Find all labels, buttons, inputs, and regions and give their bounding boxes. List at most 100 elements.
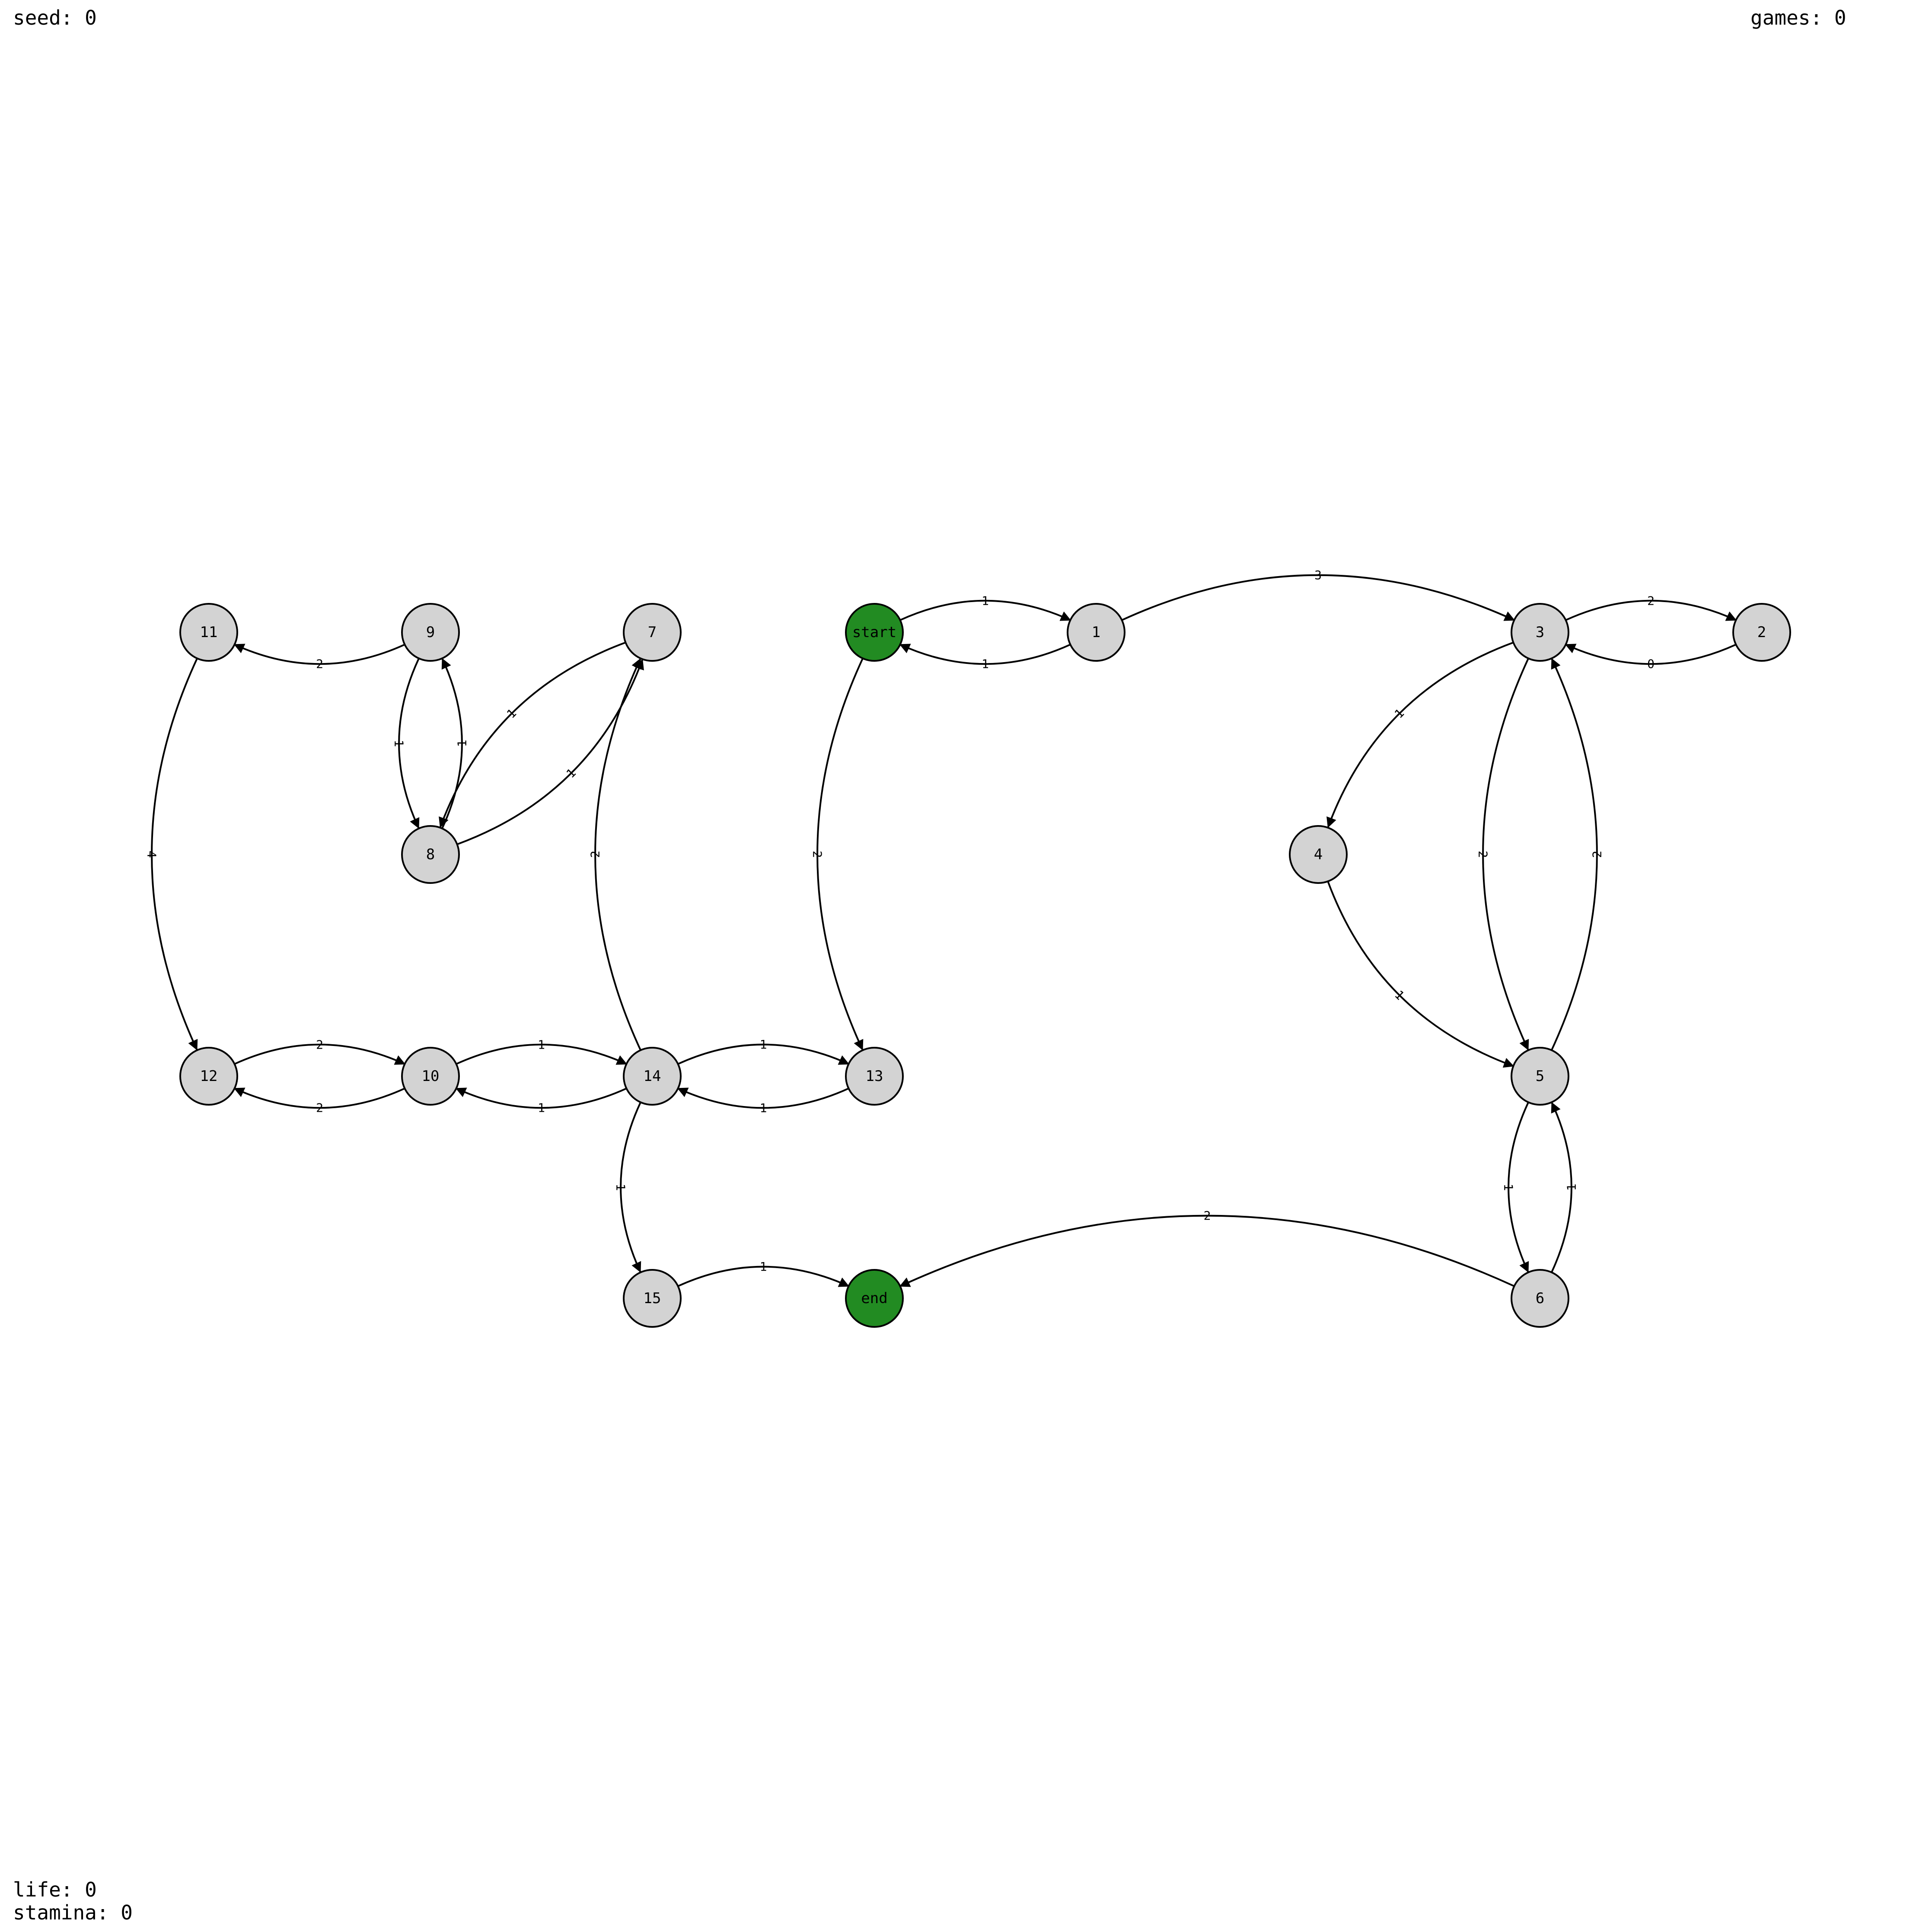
edge-n1-to-n3 bbox=[1122, 574, 1515, 621]
node-4[interactable]: 4 bbox=[1289, 825, 1348, 884]
node-label-12: 12 bbox=[200, 1068, 218, 1085]
edge-weight-n5-to-n3: 2 bbox=[1590, 851, 1604, 858]
node-6[interactable]: 6 bbox=[1511, 1269, 1569, 1328]
node-label-2: 2 bbox=[1757, 624, 1766, 641]
node-start[interactable]: start bbox=[845, 603, 904, 662]
edge-weight-n3-to-n5: 2 bbox=[1476, 851, 1490, 858]
node-circle-11[interactable] bbox=[179, 603, 238, 662]
edge-weight-n5-to-n6: 1 bbox=[1502, 1184, 1516, 1191]
node-label-1: 1 bbox=[1092, 624, 1100, 641]
node-circle-15[interactable] bbox=[623, 1269, 682, 1328]
edge-weight-n1-to-start: 1 bbox=[982, 657, 989, 671]
life-counter: life: 0 bbox=[13, 1878, 97, 1901]
node-circle-6[interactable] bbox=[1511, 1269, 1569, 1328]
edge-n14-to-n7 bbox=[594, 658, 641, 1050]
edge-weight-n8-to-n9: 1 bbox=[455, 740, 469, 747]
edge-n13-to-n14 bbox=[677, 1087, 849, 1109]
node-label-5: 5 bbox=[1536, 1068, 1544, 1085]
edge-weight-start-to-n1: 1 bbox=[982, 593, 989, 608]
edge-weight-n14-to-n7: 2 bbox=[588, 851, 603, 858]
edge-n14-to-n13 bbox=[678, 1043, 850, 1065]
node-circle-4[interactable] bbox=[1289, 825, 1348, 884]
edge-weight-n12-to-n10: 2 bbox=[316, 1037, 323, 1052]
edge-n3-to-n5 bbox=[1482, 658, 1529, 1051]
edge-weight-n6-to-end: 2 bbox=[1204, 1208, 1211, 1223]
edge-n2-to-n3 bbox=[1565, 644, 1736, 665]
node-circle-8[interactable] bbox=[401, 825, 460, 884]
node-label-4: 4 bbox=[1314, 846, 1323, 863]
edge-n7-to-n8 bbox=[439, 641, 626, 828]
node-9[interactable]: 9 bbox=[401, 603, 460, 662]
edge-n4-to-n5 bbox=[1327, 882, 1514, 1068]
seed-counter: seed: 0 bbox=[13, 6, 97, 29]
node-1[interactable]: 1 bbox=[1067, 603, 1125, 662]
stamina-counter: stamina: 0 bbox=[13, 1901, 133, 1924]
node-label-end: end bbox=[861, 1290, 887, 1307]
node-end[interactable]: end bbox=[845, 1269, 904, 1328]
node-5[interactable]: 5 bbox=[1511, 1047, 1569, 1106]
node-label-6: 6 bbox=[1536, 1290, 1544, 1307]
node-circle-14[interactable] bbox=[623, 1047, 682, 1106]
node-circle-5[interactable] bbox=[1511, 1047, 1569, 1106]
edge-n6-to-end bbox=[899, 1215, 1514, 1287]
edge-n8-to-n7 bbox=[457, 659, 644, 845]
edge-weight-n9-to-n8: 1 bbox=[392, 740, 406, 747]
edge-n9-to-n11 bbox=[233, 644, 405, 665]
node-11[interactable]: 11 bbox=[179, 603, 238, 662]
node-label-9: 9 bbox=[426, 624, 435, 641]
edge-n12-to-n10 bbox=[234, 1043, 406, 1065]
node-label-7: 7 bbox=[648, 624, 657, 641]
edge-n5-to-n3 bbox=[1551, 658, 1598, 1050]
node-14[interactable]: 14 bbox=[623, 1047, 682, 1106]
edge-weight-n13-to-n14: 1 bbox=[760, 1101, 767, 1115]
edge-n9-to-n8 bbox=[398, 658, 420, 829]
edge-weight-n9-to-n11: 2 bbox=[316, 657, 323, 671]
node-circle-10[interactable] bbox=[401, 1047, 460, 1106]
node-label-3: 3 bbox=[1536, 624, 1544, 641]
edge-n1-to-start bbox=[899, 644, 1071, 665]
node-circle-start[interactable] bbox=[845, 603, 904, 662]
node-3[interactable]: 3 bbox=[1511, 603, 1569, 662]
edge-weight-n14-to-n13: 1 bbox=[760, 1037, 767, 1052]
edge-start-to-n13 bbox=[816, 658, 864, 1051]
node-12[interactable]: 12 bbox=[179, 1047, 238, 1106]
edge-weight-n14-to-n15: 1 bbox=[614, 1184, 628, 1191]
games-counter: games: 0 bbox=[1750, 6, 1846, 29]
node-10[interactable]: 10 bbox=[401, 1047, 460, 1106]
node-8[interactable]: 8 bbox=[401, 825, 460, 884]
edge-weight-n15-to-end: 1 bbox=[760, 1259, 767, 1274]
edge-n8-to-n9 bbox=[441, 658, 463, 829]
node-circle-3[interactable] bbox=[1511, 603, 1569, 662]
node-2[interactable]: 2 bbox=[1732, 603, 1791, 662]
node-15[interactable]: 15 bbox=[623, 1269, 682, 1328]
node-label-8: 8 bbox=[426, 846, 435, 863]
edge-weight-n3-to-n2: 2 bbox=[1647, 593, 1655, 608]
edge-weight-start-to-n13: 2 bbox=[810, 851, 825, 858]
edge-weight-n11-to-n12: 4 bbox=[145, 851, 159, 858]
edge-n10-to-n14 bbox=[456, 1043, 628, 1065]
node-circle-end[interactable] bbox=[845, 1269, 904, 1328]
node-circle-9[interactable] bbox=[401, 603, 460, 662]
edge-weight-n2-to-n3: 0 bbox=[1647, 657, 1655, 671]
node-circle-1[interactable] bbox=[1067, 603, 1125, 662]
edge-weight-n14-to-n10: 1 bbox=[538, 1101, 545, 1115]
edge-n14-to-n15 bbox=[620, 1102, 641, 1273]
edge-n15-to-end bbox=[678, 1266, 850, 1287]
edge-n5-to-n6 bbox=[1508, 1102, 1529, 1273]
node-circle-13[interactable] bbox=[845, 1047, 904, 1106]
node-13[interactable]: 13 bbox=[845, 1047, 904, 1106]
edge-n3-to-n4 bbox=[1326, 641, 1514, 828]
node-label-start: start bbox=[852, 624, 896, 641]
node-7[interactable]: 7 bbox=[623, 603, 682, 662]
node-circle-2[interactable] bbox=[1732, 603, 1791, 662]
node-circle-7[interactable] bbox=[623, 603, 682, 662]
node-label-14: 14 bbox=[644, 1068, 661, 1085]
node-label-11: 11 bbox=[200, 624, 218, 641]
node-circle-12[interactable] bbox=[179, 1047, 238, 1106]
edge-n10-to-n12 bbox=[233, 1087, 405, 1109]
edge-n14-to-n10 bbox=[455, 1087, 627, 1109]
edge-weight-n1-to-n3: 3 bbox=[1314, 568, 1322, 582]
